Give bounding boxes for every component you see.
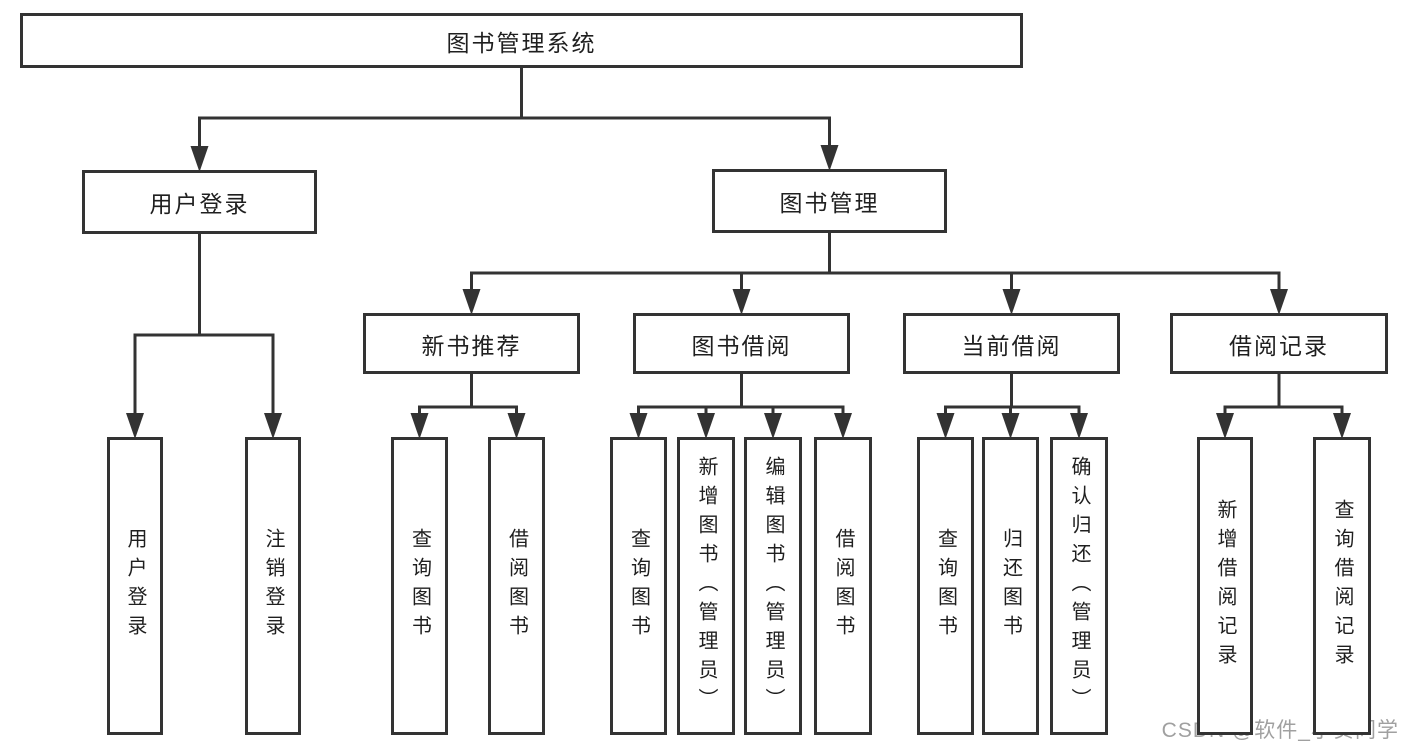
arrowhead-icon bbox=[732, 289, 751, 315]
box-logout: 注销登录 bbox=[245, 437, 301, 735]
box-borrow-records: 借阅记录 bbox=[1170, 313, 1388, 374]
arrowhead-icon bbox=[1001, 413, 1020, 439]
box-label-book-mgmt: 图书管理 bbox=[779, 190, 880, 216]
arrowhead-icon bbox=[507, 413, 526, 439]
arrowhead-icon bbox=[764, 413, 782, 439]
box-bb-borrow: 借阅图书 bbox=[814, 437, 872, 735]
box-br-query: 查询借阅记录 bbox=[1313, 437, 1371, 735]
arrowhead-icon bbox=[190, 146, 209, 172]
box-cb-return: 归还图书 bbox=[982, 437, 1039, 735]
arrowhead-icon bbox=[264, 413, 282, 439]
box-system: 图书管理系统 bbox=[20, 13, 1023, 68]
box-label-current-borrow: 当前借阅 bbox=[961, 332, 1062, 359]
arrowhead-icon bbox=[126, 413, 144, 439]
box-label-br-add: 新增借阅记录 bbox=[1214, 499, 1236, 673]
box-br-add: 新增借阅记录 bbox=[1197, 437, 1253, 735]
arrowhead-icon bbox=[629, 413, 648, 439]
box-label-logout: 注销登录 bbox=[262, 528, 284, 644]
arrowhead-icon bbox=[820, 145, 839, 171]
box-nb-borrow: 借阅图书 bbox=[488, 437, 545, 735]
arrowhead-icon bbox=[834, 413, 852, 439]
box-label-cb-query: 查询图书 bbox=[934, 528, 957, 644]
box-login: 用户登录 bbox=[107, 437, 163, 735]
box-book-mgmt: 图书管理 bbox=[712, 169, 947, 233]
box-bb-query: 查询图书 bbox=[610, 437, 667, 735]
box-label-cb-confirm: 确认归还（管理员） bbox=[1068, 455, 1090, 717]
arrowhead-icon bbox=[1070, 413, 1088, 439]
box-label-bb-edit: 编辑图书（管理员） bbox=[762, 455, 784, 717]
arrowhead-icon bbox=[410, 413, 429, 439]
box-label-login: 用户登录 bbox=[124, 528, 146, 644]
box-label-br-query: 查询借阅记录 bbox=[1331, 499, 1353, 673]
box-bb-edit: 编辑图书（管理员） bbox=[744, 437, 802, 735]
box-label-bb-add: 新增图书（管理员） bbox=[695, 455, 717, 717]
box-new-books: 新书推荐 bbox=[363, 313, 580, 374]
box-label-borrow-records: 借阅记录 bbox=[1229, 332, 1329, 359]
box-cb-confirm: 确认归还（管理员） bbox=[1050, 437, 1108, 735]
box-label-system: 图书管理系统 bbox=[446, 29, 597, 56]
arrowhead-icon bbox=[936, 413, 955, 439]
box-label-bb-borrow: 借阅图书 bbox=[832, 528, 854, 644]
box-book-borrow: 图书借阅 bbox=[633, 313, 850, 374]
box-nb-query: 查询图书 bbox=[391, 437, 448, 735]
arrowhead-icon bbox=[1002, 289, 1021, 315]
box-user-login: 用户登录 bbox=[82, 170, 317, 234]
arrowhead-icon bbox=[1216, 413, 1234, 439]
box-label-bb-query: 查询图书 bbox=[627, 528, 650, 644]
arrowhead-icon bbox=[462, 289, 481, 315]
box-label-new-books: 新书推荐 bbox=[421, 332, 522, 359]
arrowhead-icon bbox=[1270, 289, 1288, 315]
arrowhead-icon bbox=[697, 413, 715, 439]
box-label-cb-return: 归还图书 bbox=[999, 528, 1022, 644]
box-cb-query: 查询图书 bbox=[917, 437, 974, 735]
box-current-borrow: 当前借阅 bbox=[903, 313, 1120, 374]
box-label-user-login: 用户登录 bbox=[149, 191, 250, 217]
box-label-nb-borrow: 借阅图书 bbox=[505, 528, 528, 644]
box-label-nb-query: 查询图书 bbox=[408, 528, 431, 644]
box-label-book-borrow: 图书借阅 bbox=[691, 332, 792, 359]
arrowhead-icon bbox=[1333, 413, 1351, 439]
box-bb-add: 新增图书（管理员） bbox=[677, 437, 735, 735]
